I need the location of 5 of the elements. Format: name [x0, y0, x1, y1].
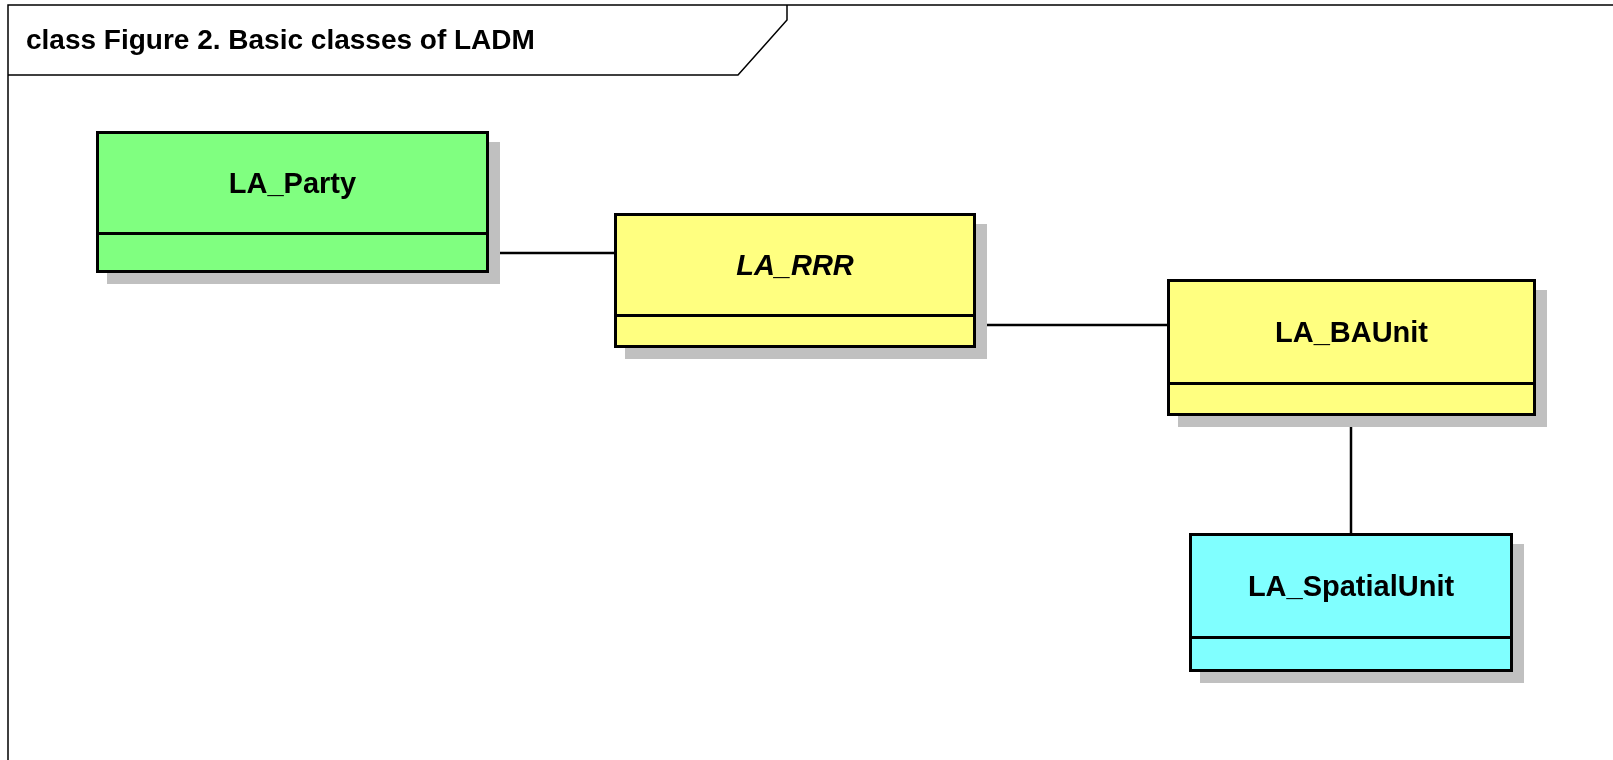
class-name: LA_RRR: [736, 248, 854, 282]
class-name: LA_BAUnit: [1274, 315, 1428, 349]
diagram-title: class Figure 2. Basic classes of LADM: [26, 24, 535, 56]
class-name: LA_Party: [228, 166, 357, 200]
class-name: LA_SpatialUnit: [1247, 569, 1455, 603]
